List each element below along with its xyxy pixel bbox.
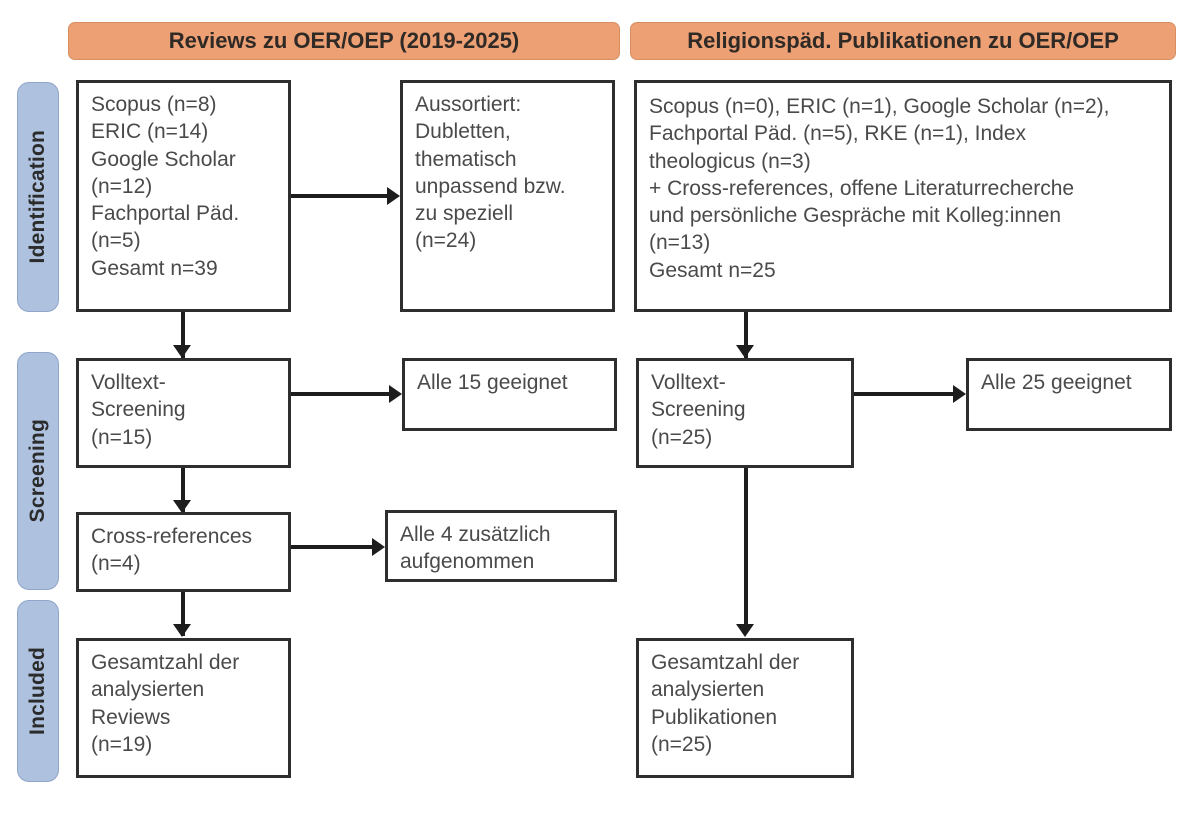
box-left-identification: Scopus (n=8) ERIC (n=14) Google Scholar … [76, 80, 291, 312]
box-line: Google Scholar [91, 147, 236, 171]
box-line: zu speziell [415, 202, 514, 226]
arrow-right-ident-to-screening [736, 345, 754, 358]
box-line: analysierten [651, 678, 765, 702]
box-line: Fachportal Päd. [91, 202, 240, 226]
stage-pill-screening: Screening [17, 352, 59, 590]
box-line: (n=5) [91, 229, 141, 253]
box-line: unpassend bzw. [415, 174, 566, 198]
box-line: Scopus (n=8) [91, 93, 217, 116]
box-line: (n=24) [415, 229, 477, 253]
connector-left-crossref-to-included [181, 592, 185, 636]
stage-pill-identification: Identification [17, 82, 59, 312]
box-line: Screening [651, 398, 746, 422]
box-line: Fachportal Päd. (n=5), RKE (n=1), Index [649, 122, 1027, 146]
box-line: + Cross-references, offene Literaturrech… [649, 176, 1075, 200]
arrow-right-screening-to-included [736, 624, 754, 637]
box-line: Scopus (n=0), ERIC (n=1), Google Scholar… [649, 95, 1110, 118]
arrow-left-ident-to-excluded [387, 187, 400, 205]
stage-label-included: Included [26, 647, 49, 735]
box-right-included: Gesamtzahl der analysierten Publikatione… [636, 638, 854, 778]
arrow-left-crossref-to-result [372, 538, 385, 556]
box-line: Alle 25 geeignet [981, 371, 1132, 394]
stage-pill-included: Included [17, 600, 59, 782]
box-line: Gesamt n=25 [649, 258, 776, 282]
connector-right-screening-to-included [744, 468, 748, 624]
box-line: ERIC (n=14) [91, 120, 209, 144]
box-left-included: Gesamtzahl der analysierten Reviews (n=1… [76, 638, 291, 778]
box-right-screening: Volltext- Screening (n=25) [636, 358, 854, 468]
box-line: Volltext- [91, 371, 166, 394]
box-line: Gesamtzahl der [651, 651, 800, 674]
column-header-left: Reviews zu OER/OEP (2019-2025) [68, 22, 620, 60]
box-line: Screening [91, 398, 186, 422]
box-line: (n=25) [651, 732, 713, 756]
stage-label-identification: Identification [26, 130, 49, 264]
box-line: analysierten [91, 678, 205, 702]
box-left-crossref-result: Alle 4 zusätzlich aufgenommen [385, 510, 617, 582]
box-line: theologicus (n=3) [649, 149, 811, 173]
box-line: (n=4) [91, 552, 141, 576]
box-line: (n=13) [649, 231, 711, 255]
box-line: (n=25) [651, 425, 713, 449]
stage-label-screening: Screening [26, 419, 49, 523]
arrow-left-screening-to-crossref [173, 500, 191, 513]
box-line: (n=19) [91, 732, 153, 756]
box-left-screening-result: Alle 15 geeignet [402, 358, 617, 431]
arrow-left-ident-to-screening [173, 345, 191, 358]
box-line: Reviews [91, 705, 171, 729]
column-header-left-label: Reviews zu OER/OEP (2019-2025) [168, 28, 520, 53]
box-line: (n=15) [91, 425, 153, 449]
box-left-excluded: Aussortiert: Dubletten, thematisch unpas… [400, 80, 615, 312]
arrow-right-screening-to-result [953, 385, 966, 403]
box-line: Aussortiert: [415, 93, 522, 116]
column-header-right-label: Religionspäd. Publikationen zu OER/OEP [687, 28, 1119, 53]
column-header-right: Religionspäd. Publikationen zu OER/OEP [630, 22, 1176, 60]
connector-right-ident-to-screening [744, 312, 748, 358]
connector-left-ident-to-screening [181, 312, 185, 358]
box-line: Gesamt n=39 [91, 256, 218, 280]
connector-left-screening-to-crossref [181, 468, 185, 512]
box-line: (n=12) [91, 174, 153, 198]
arrow-left-crossref-to-included [173, 624, 191, 637]
box-right-screening-result: Alle 25 geeignet [966, 358, 1172, 431]
box-line: Gesamtzahl der [91, 651, 240, 674]
box-left-screening: Volltext- Screening (n=15) [76, 358, 291, 468]
box-line: Dubletten, [415, 120, 511, 144]
connector-left-screening-to-result [291, 392, 389, 396]
arrow-left-screening-to-result [389, 385, 402, 403]
box-line: Alle 15 geeignet [417, 371, 568, 394]
connector-left-crossref-to-result [291, 545, 372, 549]
box-right-identification: Scopus (n=0), ERIC (n=1), Google Scholar… [634, 80, 1172, 312]
box-line: aufgenommen [400, 550, 535, 574]
box-line: und persönliche Gespräche mit Kolleg:inn… [649, 204, 1062, 228]
box-line: Cross-references [91, 525, 253, 548]
box-line: thematisch [415, 147, 517, 171]
box-line: Alle 4 zusätzlich [400, 523, 551, 546]
box-left-crossref: Cross-references (n=4) [76, 512, 291, 592]
connector-left-ident-to-excluded [291, 194, 387, 198]
box-line: Volltext- [651, 371, 726, 394]
box-line: Publikationen [651, 705, 778, 729]
connector-right-screening-to-result [854, 392, 953, 396]
